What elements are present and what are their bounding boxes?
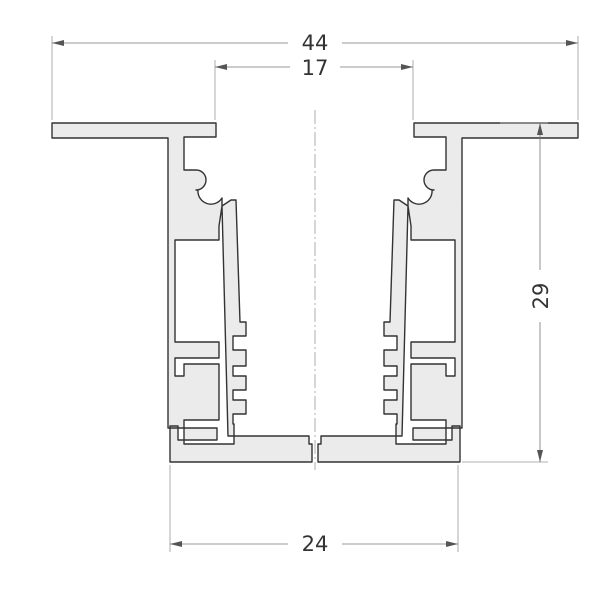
profile-left-half: [51, 122, 313, 463]
dimension-label-overall-width: 44: [302, 31, 329, 55]
profile-right-half: [317, 122, 579, 463]
dimension-overall-width: 44: [52, 31, 578, 55]
dimension-height: 29: [529, 123, 553, 462]
dimension-base-width: 24: [170, 532, 458, 556]
dimension-inner-width: 17: [215, 56, 413, 80]
dimension-label-height: 29: [529, 283, 553, 310]
extension-lines: [51, 36, 579, 552]
dimension-label-inner-width: 17: [302, 56, 329, 80]
profile-section: [51, 122, 579, 463]
dimension-label-base-width: 24: [302, 532, 329, 556]
